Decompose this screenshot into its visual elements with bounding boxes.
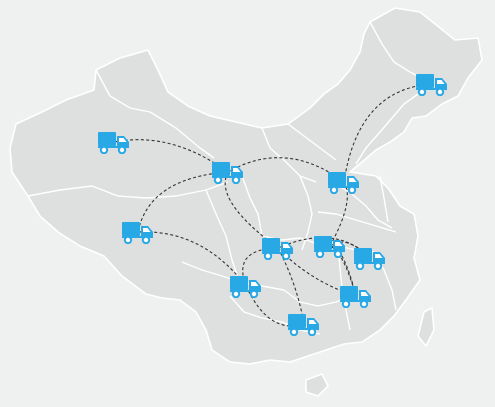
delivery-truck-icon[interactable]	[98, 130, 130, 155]
delivery-truck-icon[interactable]	[122, 220, 154, 245]
province-border	[287, 123, 337, 161]
delivery-truck-icon[interactable]	[340, 284, 372, 309]
delivery-truck-icon[interactable]	[212, 160, 244, 185]
province-border	[335, 183, 393, 229]
province-border	[299, 175, 313, 251]
delivery-truck-icon[interactable]	[288, 312, 320, 337]
province-border	[355, 93, 419, 165]
hainan-island	[305, 373, 329, 397]
route-line	[137, 231, 247, 287]
delivery-truck-icon[interactable]	[328, 170, 360, 195]
province-border	[317, 211, 397, 233]
province-border	[95, 69, 215, 159]
province-border	[205, 189, 239, 279]
delivery-truck-icon[interactable]	[314, 234, 346, 259]
route-line	[245, 285, 305, 327]
province-border	[27, 181, 229, 199]
delivery-truck-icon[interactable]	[262, 236, 294, 261]
route-line	[343, 83, 433, 183]
delivery-truck-icon[interactable]	[230, 274, 262, 299]
delivery-truck-icon[interactable]	[416, 72, 448, 97]
province-border	[241, 175, 263, 237]
delivery-routes	[113, 83, 433, 327]
taiwan-island	[417, 307, 435, 347]
province-border	[261, 127, 317, 183]
delivery-truck-icon[interactable]	[354, 246, 386, 271]
route-line	[137, 171, 229, 233]
province-border	[379, 175, 389, 223]
province-border	[369, 21, 427, 81]
china-landmass	[9, 7, 483, 397]
